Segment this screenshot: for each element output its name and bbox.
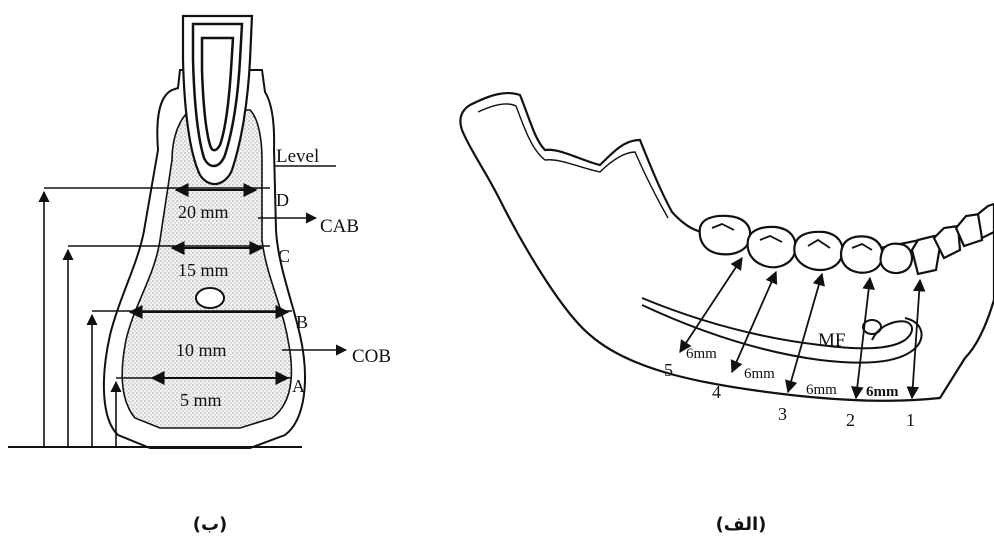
tooth-premolar-2 xyxy=(881,244,912,273)
teeth-row xyxy=(700,204,994,274)
mandible-arrows xyxy=(680,258,920,398)
cab-label: CAB xyxy=(320,216,359,237)
caption-b: (ب) xyxy=(193,514,228,535)
position-label-4: 4 xyxy=(712,382,721,402)
level-b-label: B xyxy=(296,312,308,332)
level-c-label: C xyxy=(278,246,290,266)
position-label-5: 5 xyxy=(664,360,673,380)
tooth-premolar-1 xyxy=(841,236,882,272)
width-label-a: 5 mm xyxy=(180,390,222,410)
tooth-incisor-3 xyxy=(978,204,994,238)
level-d-label: D xyxy=(276,190,289,210)
cob-label: COB xyxy=(352,346,391,367)
distance-label-2: 6mm xyxy=(866,384,899,400)
position-label-2: 2 xyxy=(846,410,855,430)
position-label-1: 1 xyxy=(906,410,915,430)
width-label-c: 15 mm xyxy=(178,260,229,280)
position-label-3: 3 xyxy=(778,404,787,424)
arrow-position-4 xyxy=(732,272,776,372)
tooth-molar-3 xyxy=(794,232,842,270)
arrow-position-2 xyxy=(856,278,870,398)
mandibular-canal xyxy=(196,288,224,308)
width-label-d: 20 mm xyxy=(178,202,229,222)
tooth-molar-2 xyxy=(748,227,796,267)
mf-label: MF xyxy=(818,330,845,351)
caption-a: (الف) xyxy=(716,514,767,535)
arrow-position-1 xyxy=(912,280,920,398)
distance-label-5: 6mm xyxy=(686,346,717,362)
arrow-position-3 xyxy=(788,274,822,392)
level-a-label: A xyxy=(292,376,305,396)
mandible-labels: MF 6mm 6mm 6mm 6mm 1 2 3 4 5 xyxy=(664,330,915,430)
level-title: Level xyxy=(276,146,319,167)
distance-label-3: 6mm xyxy=(806,382,837,398)
tooth-molar-1 xyxy=(700,216,751,255)
arrow-position-5 xyxy=(680,258,742,352)
distance-label-4: 6mm xyxy=(744,366,775,382)
mandible-inner-outline xyxy=(478,104,668,218)
width-label-b: 10 mm xyxy=(176,340,227,360)
tooth-section-figure xyxy=(104,16,305,448)
